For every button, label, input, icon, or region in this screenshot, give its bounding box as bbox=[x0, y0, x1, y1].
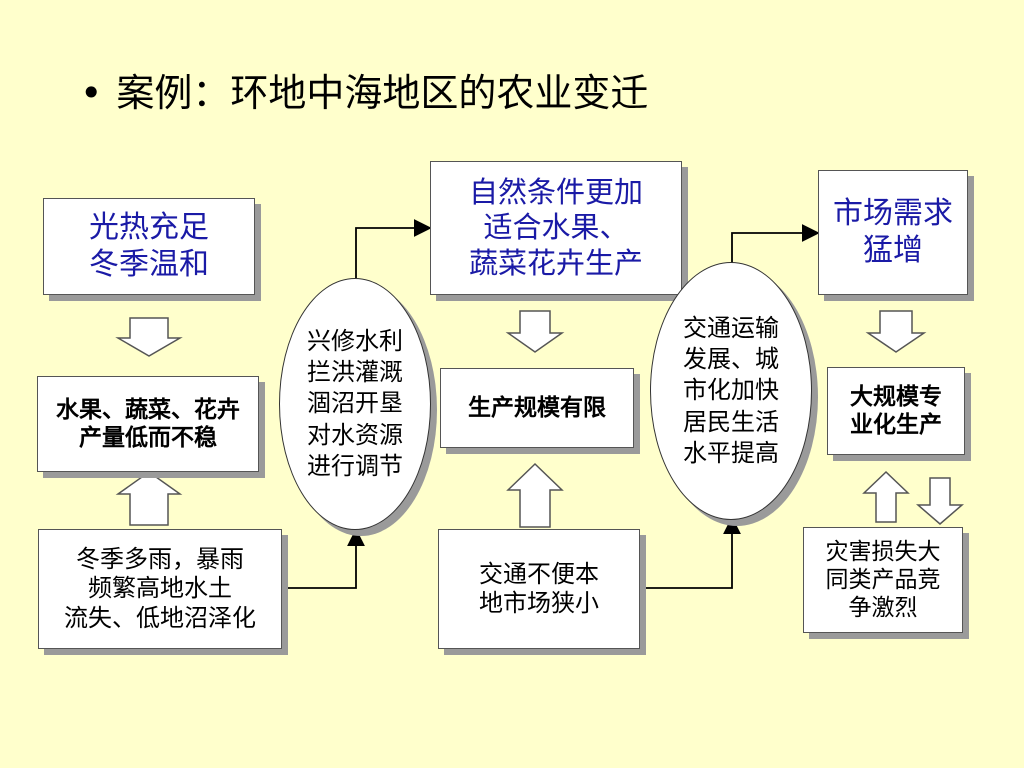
node-ziran: 自然条件更加 适合水果、 蔬菜花卉生产 bbox=[430, 161, 682, 295]
slide-title: • 案例：环地中海地区的农业变迁 bbox=[80, 62, 648, 117]
node-shuiguo: 水果、蔬菜、花卉 产量低而不稳 bbox=[37, 376, 259, 472]
up-arrow-3 bbox=[862, 470, 910, 523]
node-daguimo: 大规模专 业化生产 bbox=[827, 367, 965, 455]
node-shengchan: 生产规模有限 bbox=[440, 368, 634, 448]
down-arrow-2 bbox=[505, 310, 565, 353]
node-dongji: 冬季多雨，暴雨 频繁高地水土 流失、低地沼泽化 bbox=[38, 529, 282, 649]
up-arrow-2 bbox=[506, 462, 564, 528]
node-jiaotong-yunshu: 交通运输 发展、城 市化加快 居民生活 水平提高 bbox=[650, 262, 812, 520]
connector-jiaotong-yunshu bbox=[640, 516, 741, 589]
bullet-marker: • bbox=[80, 71, 103, 115]
down-arrow-4 bbox=[915, 477, 965, 525]
down-arrow-1 bbox=[115, 317, 183, 357]
up-arrow-1 bbox=[115, 471, 183, 526]
node-zaihai: 灾害损失大 同类产品竞 争激烈 bbox=[803, 527, 963, 633]
connector-xingxiu-ziran bbox=[355, 219, 432, 278]
connector-dongji-xingxiu bbox=[283, 528, 365, 589]
node-shichang: 市场需求 猛增 bbox=[818, 170, 968, 295]
down-arrow-3 bbox=[865, 310, 927, 353]
node-jiaotong-bubian: 交通不便本 地市场狭小 bbox=[438, 529, 640, 649]
connector-yunshu-shichang bbox=[731, 224, 820, 263]
node-xingxiu: 兴修水利 拦洪灌溉 涸沼开垦 对水资源 进行调节 bbox=[279, 278, 431, 530]
title-text: 案例：环地中海地区的农业变迁 bbox=[116, 71, 649, 115]
node-guangre: 光热充足 冬季温和 bbox=[43, 198, 255, 295]
